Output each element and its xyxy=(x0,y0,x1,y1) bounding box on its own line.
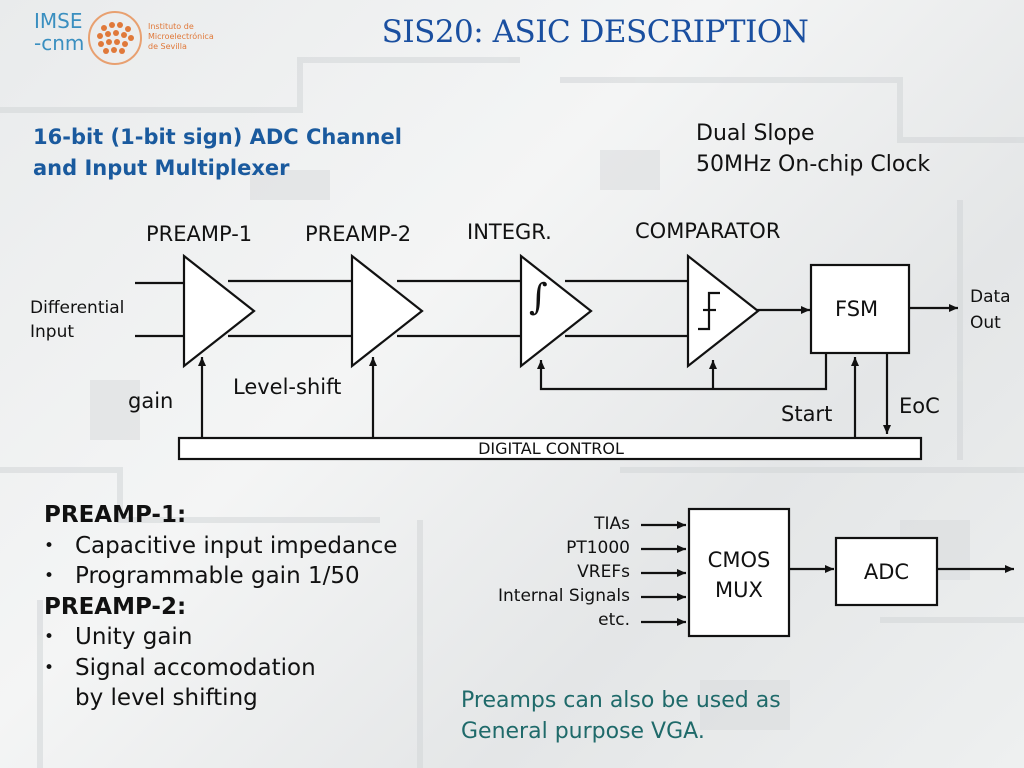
label-data-out: Data Out xyxy=(970,284,1011,336)
logo-brand-line2: -cnm xyxy=(34,31,85,55)
label-adc: ADC xyxy=(863,560,910,584)
mux-input-label-5: etc. xyxy=(598,610,630,630)
label-cmos-mux: CMOS MUX xyxy=(689,545,789,605)
preamp2-item-2-continuation: by level shifting xyxy=(75,685,258,711)
preamp2-item-2: Signal accomodation xyxy=(44,653,464,684)
vga-note: Preamps can also be used as General purp… xyxy=(461,685,881,747)
adc-block xyxy=(834,536,939,607)
label-preamp1: PREAMP-1 xyxy=(146,222,253,246)
comparator-triangle xyxy=(686,253,760,369)
mux-input-label-3: VREFs xyxy=(577,562,630,582)
vga-note-line1: Preamps can also be used as xyxy=(461,688,781,713)
integrator-triangle xyxy=(519,253,593,369)
mux-input-label-4: Internal Signals xyxy=(498,586,630,606)
label-differential-input: Differential Input xyxy=(30,296,124,344)
preamp2-heading: PREAMP-2: xyxy=(44,593,187,620)
preamp1-triangle xyxy=(182,253,256,369)
integral-symbol-icon: ∫ xyxy=(529,277,548,318)
cmos-mux-line2: MUX xyxy=(715,578,763,602)
fsm-block xyxy=(809,263,911,355)
label-fsm: FSM xyxy=(835,297,879,321)
mux-input-label-1: TIAs xyxy=(594,514,630,534)
data-out-line1: Data xyxy=(970,287,1011,307)
preamp2-triangle xyxy=(350,253,424,369)
logo-brand-line1: IMSE xyxy=(34,9,83,33)
clock-note: Dual Slope 50MHz On-chip Clock xyxy=(696,118,1006,180)
label-digital-control: DIGITAL CONTROL xyxy=(478,439,624,458)
preamp1-item-2: Programmable gain 1/50 xyxy=(44,561,464,592)
preamp-bullet-list: PREAMP-1: Capacitive input impedance Pro… xyxy=(44,500,464,714)
label-level-shift: Level-shift xyxy=(233,375,342,399)
imse-cnm-logo: IMSE -cnm Instituto de Microelectrónica … xyxy=(34,8,234,68)
logo-sub-line3: de Sevilla xyxy=(148,42,187,51)
label-start: Start xyxy=(781,402,833,426)
section-subtitle: 16-bit (1-bit sign) ADC Channel and Inpu… xyxy=(33,122,553,184)
subtitle-line1: 16-bit (1-bit sign) ADC Channel xyxy=(33,125,402,149)
logo-sub-line1: Instituto de xyxy=(148,22,194,31)
preamp1-heading: PREAMP-1: xyxy=(44,502,187,528)
subtitle-line2: and Input Multiplexer xyxy=(33,156,290,180)
diff-input-line1: Differential xyxy=(30,298,125,318)
clock-note-line2: 50MHz On-chip Clock xyxy=(696,152,931,177)
vga-note-line2: General purpose VGA. xyxy=(461,719,705,744)
cmos-mux-block xyxy=(687,507,791,638)
clock-note-line1: Dual Slope xyxy=(696,121,815,146)
mux-input-label-2: PT1000 xyxy=(566,538,630,558)
label-eoc: EoC xyxy=(899,394,940,418)
label-comparator: COMPARATOR xyxy=(635,219,781,243)
preamp1-item-1: Capacitive input impedance xyxy=(44,531,464,562)
logo-sub-line2: Microelectrónica xyxy=(148,32,214,41)
cmos-mux-line1: CMOS xyxy=(707,548,771,572)
digital-control-bar xyxy=(177,436,923,461)
fsm-feedback-integrator xyxy=(537,354,828,391)
label-integrator: INTEGR. xyxy=(467,220,552,244)
preamp2-item-1: Unity gain xyxy=(44,622,464,653)
diff-input-line2: Input xyxy=(30,322,75,342)
data-out-line2: Out xyxy=(970,313,1001,333)
label-gain: gain xyxy=(128,389,174,413)
logo-dot-mark-icon xyxy=(88,11,142,65)
label-preamp2: PREAMP-2 xyxy=(305,222,412,246)
slide-title: SIS20: ASIC DESCRIPTION xyxy=(381,14,809,50)
